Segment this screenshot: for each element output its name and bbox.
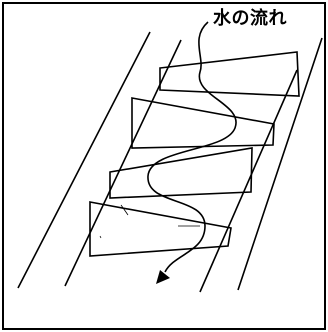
rail-right-inner [199,69,298,293]
water-flow-label: 水の流れ [213,8,287,29]
flow-arrowhead [156,270,170,284]
step-detail-line [120,204,129,216]
stair-steps [89,51,300,257]
rail-right-outer [237,37,323,291]
step-detail-line [99,235,102,239]
rail-left-inner [64,39,182,287]
stair-step-4 [89,201,232,257]
stair-rails [17,31,323,293]
stair-step-3 [109,147,253,199]
stair-step-1 [159,51,300,97]
step-detail-marks [99,204,200,239]
rail-left-outer [17,31,151,289]
water-flow-path [147,21,237,273]
stair-step-2 [131,97,275,149]
diagram-frame [2,2,326,330]
